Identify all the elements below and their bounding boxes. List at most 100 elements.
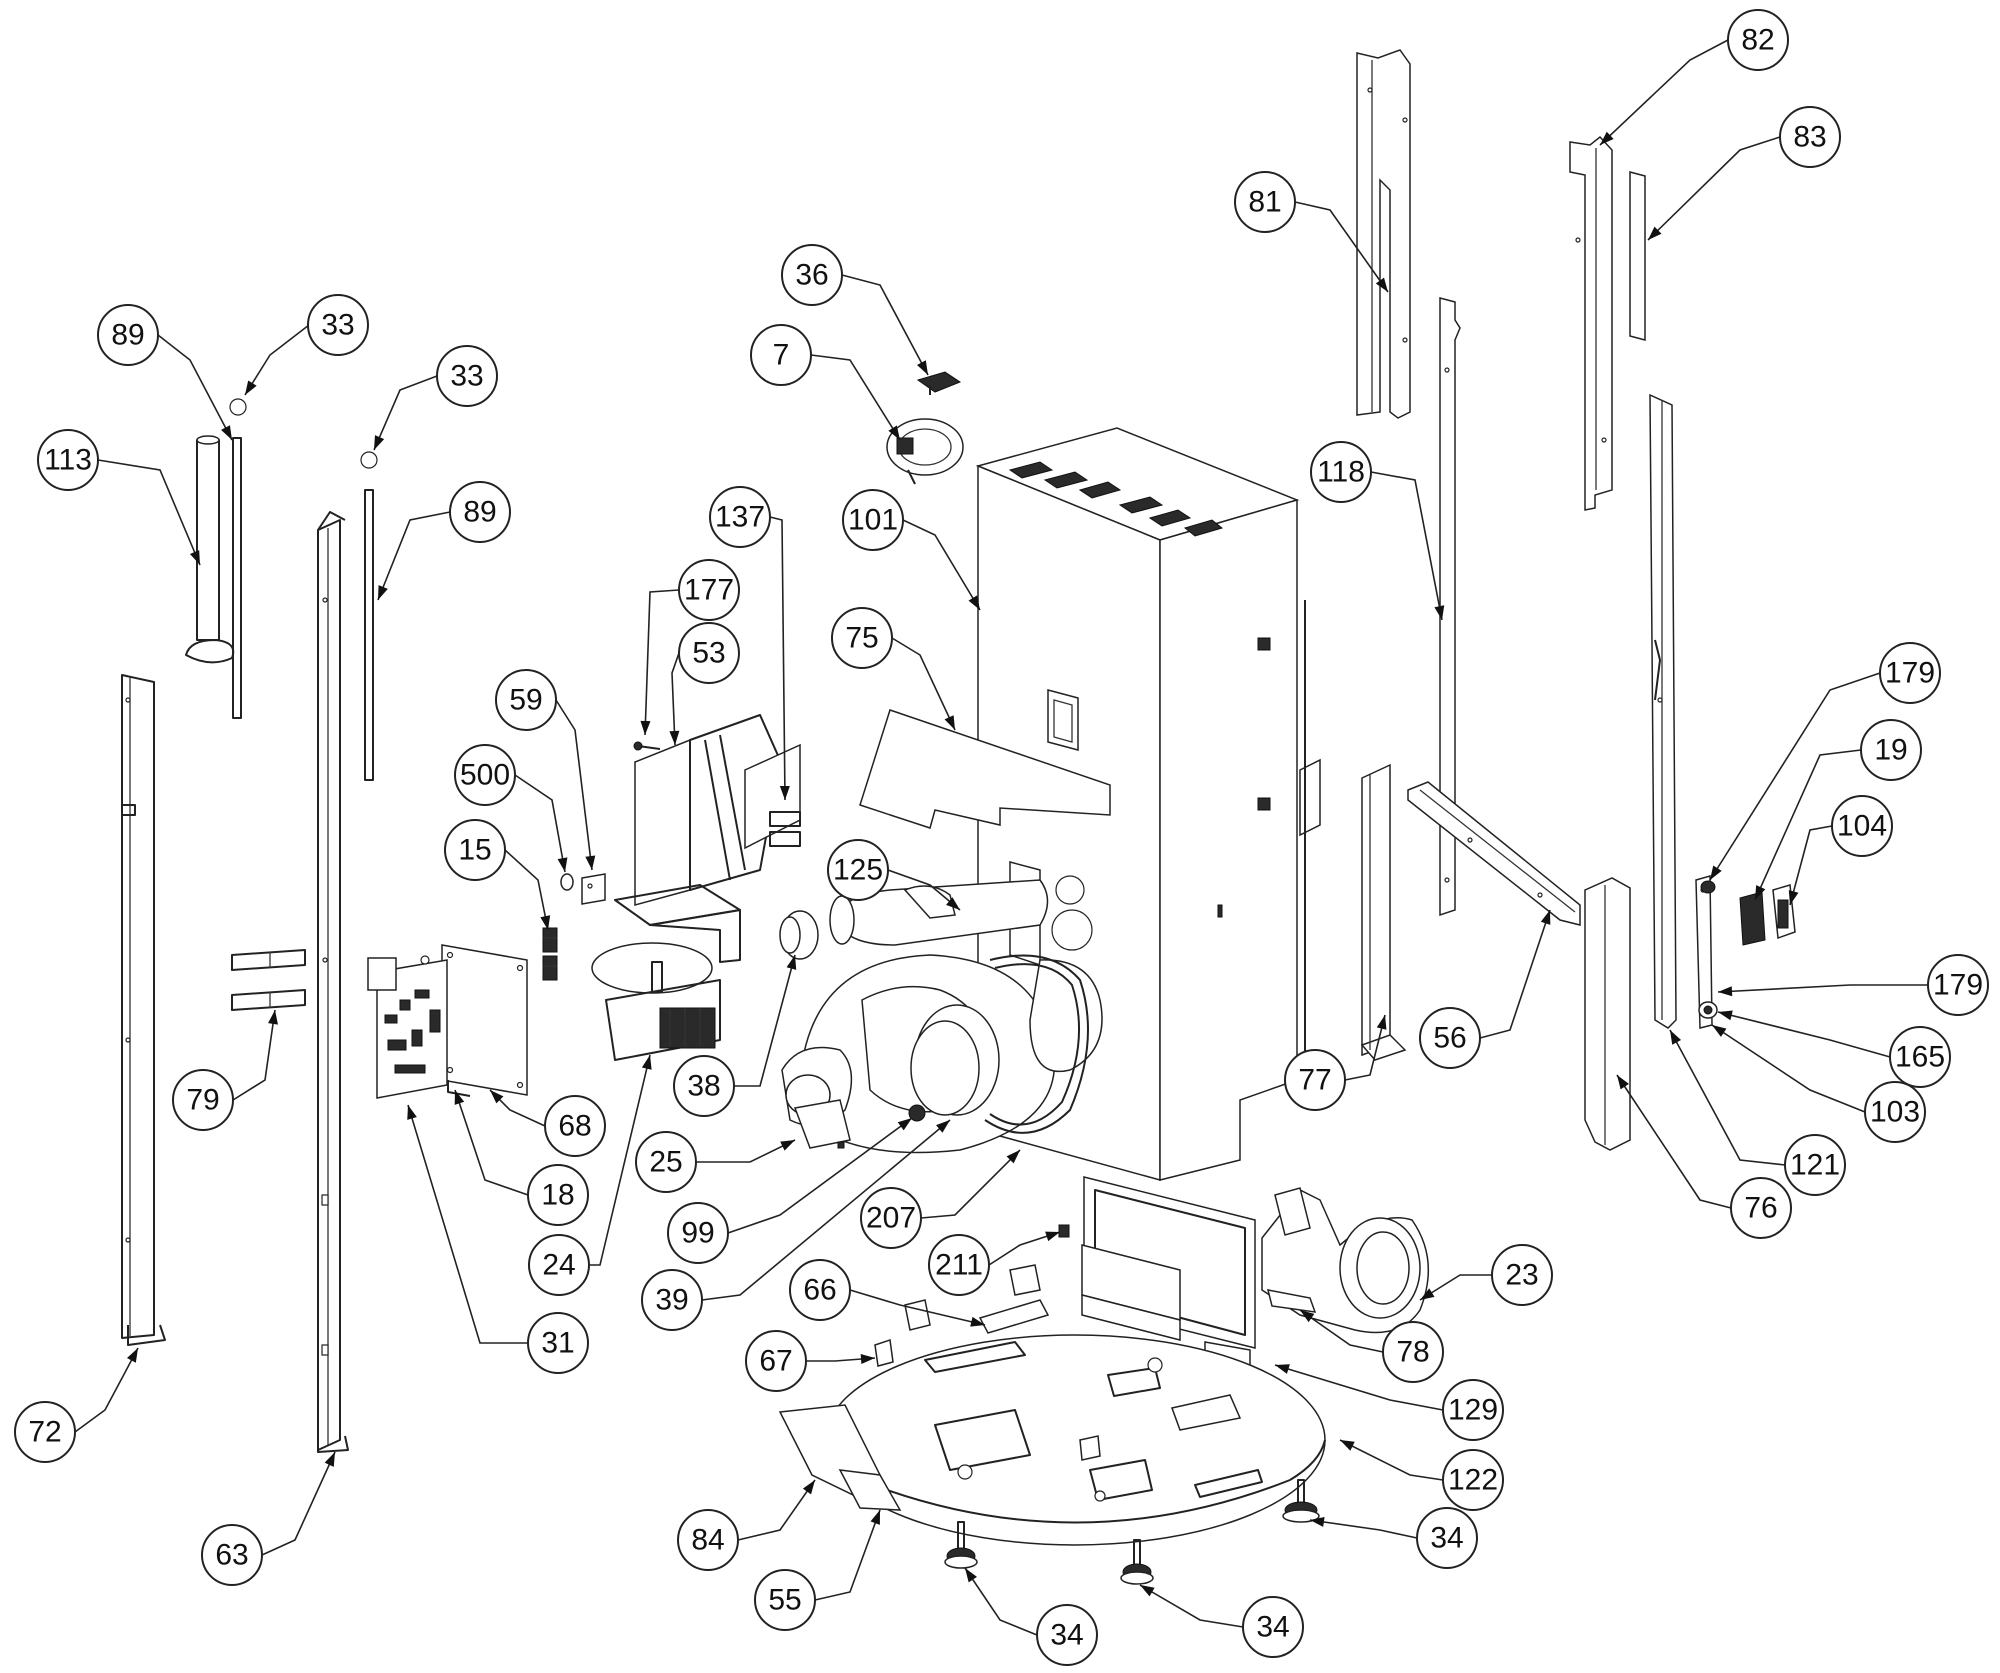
leader-line: [920, 1149, 1021, 1219]
leader-arrowhead: [1710, 865, 1722, 880]
callout-label: 82: [1741, 24, 1774, 57]
callout-circle: [1927, 954, 1989, 1016]
callout-label: 39: [655, 1284, 688, 1317]
callout-label: 211: [935, 1249, 983, 1282]
part-flue-duct: [829, 879, 1049, 946]
leader-arrowhead: [669, 730, 680, 745]
callout-circle: [781, 244, 843, 306]
callout-circle: [1889, 1026, 1951, 1088]
leader-arrowhead: [1275, 1364, 1290, 1374]
callout-label: 75: [845, 622, 878, 655]
leader-line: [737, 1479, 816, 1541]
leader-line: [696, 1139, 796, 1163]
callout-circle: [635, 1131, 697, 1193]
leader-line: [377, 511, 451, 601]
callout-101: 101: [842, 489, 904, 551]
leader-line: [1419, 1274, 1492, 1301]
callout-circle: [37, 429, 99, 491]
callout-118: 118: [1310, 441, 1372, 503]
leader-arrowhead: [1617, 1075, 1629, 1090]
callout-circle: [1779, 106, 1841, 168]
callout-circle: [1864, 1081, 1926, 1143]
callout-circle: [677, 1509, 739, 1571]
leader-arrowhead: [1718, 1010, 1733, 1021]
leader-line: [841, 274, 929, 376]
callout-label: 66: [803, 1274, 836, 1307]
callout-179: 179: [1879, 642, 1941, 704]
part-terminal-block: [542, 927, 558, 981]
callout-122: 122: [1442, 1449, 1504, 1511]
leader-arrowhead: [268, 1010, 278, 1025]
callout-103: 103: [1864, 1081, 1926, 1143]
callout-label: 25: [649, 1146, 682, 1179]
part-blower-bracket: [1266, 1289, 1317, 1313]
leader-arrowhead: [1310, 1517, 1325, 1527]
leader-line: [1370, 471, 1443, 621]
leader-line: [74, 1347, 139, 1433]
leader-line: [1717, 1011, 1891, 1058]
leader-arrowhead: [1600, 131, 1614, 145]
leader-arrowhead: [779, 785, 790, 800]
leader-arrowhead: [860, 1354, 875, 1365]
callout-label: 34: [1430, 1522, 1463, 1555]
callout-label: 34: [1050, 1619, 1083, 1652]
callout-179: 179: [1927, 954, 1989, 1016]
callout-circle: [745, 1330, 807, 1392]
part-crossbar-56: [1407, 781, 1581, 926]
callout-63: 63: [201, 1524, 263, 1586]
part-bracket-pair: [231, 949, 306, 1011]
part-gas-valve-housing: [614, 714, 801, 963]
part-rail-121: [1649, 393, 1677, 1029]
callout-33: 33: [436, 345, 498, 407]
leader-line: [727, 1117, 913, 1234]
callout-circle: [1831, 795, 1893, 857]
callout-label: 68: [558, 1110, 591, 1143]
leader-arrowhead: [936, 1120, 950, 1133]
leader-line: [1274, 1364, 1444, 1411]
leader-arrowhead: [780, 1140, 795, 1151]
callout-label: 179: [1885, 657, 1935, 690]
part-switch-bracket: [916, 371, 962, 395]
leader-arrowhead: [1300, 1310, 1315, 1323]
callout-34: 34: [1242, 1596, 1304, 1658]
callout-circle: [495, 669, 557, 731]
callout-circle: [1419, 1007, 1481, 1069]
callout-label: 500: [460, 759, 510, 792]
callout-circle: [1284, 1049, 1346, 1111]
callout-34: 34: [1036, 1604, 1098, 1666]
callout-label: 121: [1790, 1149, 1840, 1182]
callout-label: 103: [1870, 1096, 1920, 1129]
leader-line: [373, 375, 438, 451]
callout-75: 75: [831, 607, 893, 669]
part-corner-rail-81: [1356, 49, 1411, 419]
callout-label: 89: [111, 319, 144, 352]
leader-arrowhead: [1376, 1015, 1387, 1030]
callout-15: 15: [444, 819, 506, 881]
leader-arrowhead: [1755, 885, 1766, 900]
leader-line: [232, 1009, 276, 1101]
callout-125: 125: [827, 839, 889, 901]
callout-23: 23: [1491, 1244, 1553, 1306]
part-small-plate: [581, 873, 606, 905]
part-fan-motor-unit: [591, 942, 721, 1061]
callout-label: 19: [1874, 734, 1907, 767]
leader-line: [454, 1089, 529, 1196]
callout-circle: [172, 1069, 234, 1131]
callout-84: 84: [677, 1509, 739, 1571]
callout-79: 79: [172, 1069, 234, 1131]
part-main-cabinet: [975, 427, 1321, 1181]
leader-arrowhead: [221, 425, 232, 440]
callout-label: 56: [1433, 1022, 1466, 1055]
leader-line: [734, 954, 796, 1087]
leader-arrowhead: [1045, 1231, 1060, 1242]
part-front-rail: [317, 511, 349, 1453]
leader-arrowhead: [917, 360, 928, 375]
callout-circle: [709, 486, 771, 548]
callout-label: 89: [463, 496, 496, 529]
part-board-mounting-plate: [441, 944, 528, 1097]
leader-arrowhead: [802, 1480, 815, 1495]
callout-label: 179: [1933, 969, 1983, 1002]
leader-lines: [74, 39, 1928, 1636]
leader-line: [407, 1104, 528, 1344]
